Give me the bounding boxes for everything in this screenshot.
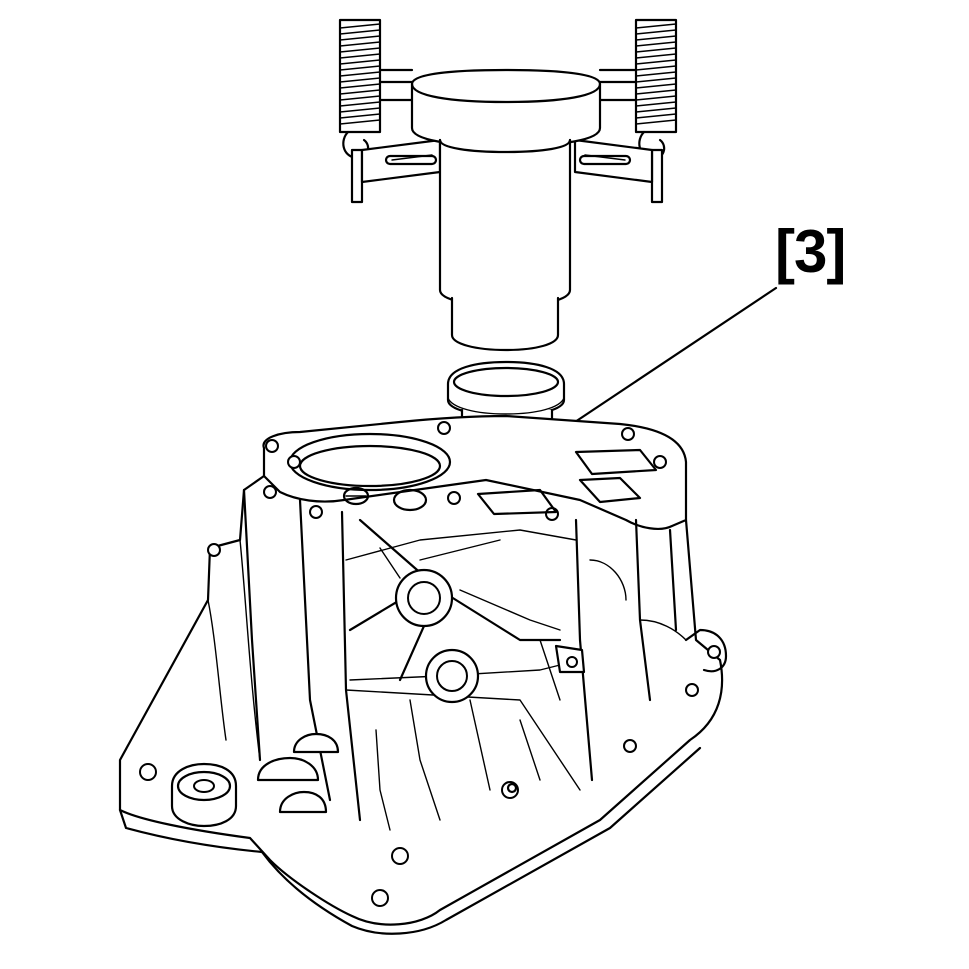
press-tool <box>338 18 678 352</box>
press-frame <box>360 68 654 184</box>
callout-label: [3] <box>775 218 846 285</box>
right-spring <box>634 18 678 204</box>
transmission-housing <box>118 414 728 935</box>
press-ram <box>410 68 602 352</box>
callout-leader-line <box>558 286 778 434</box>
left-spring <box>338 18 382 204</box>
